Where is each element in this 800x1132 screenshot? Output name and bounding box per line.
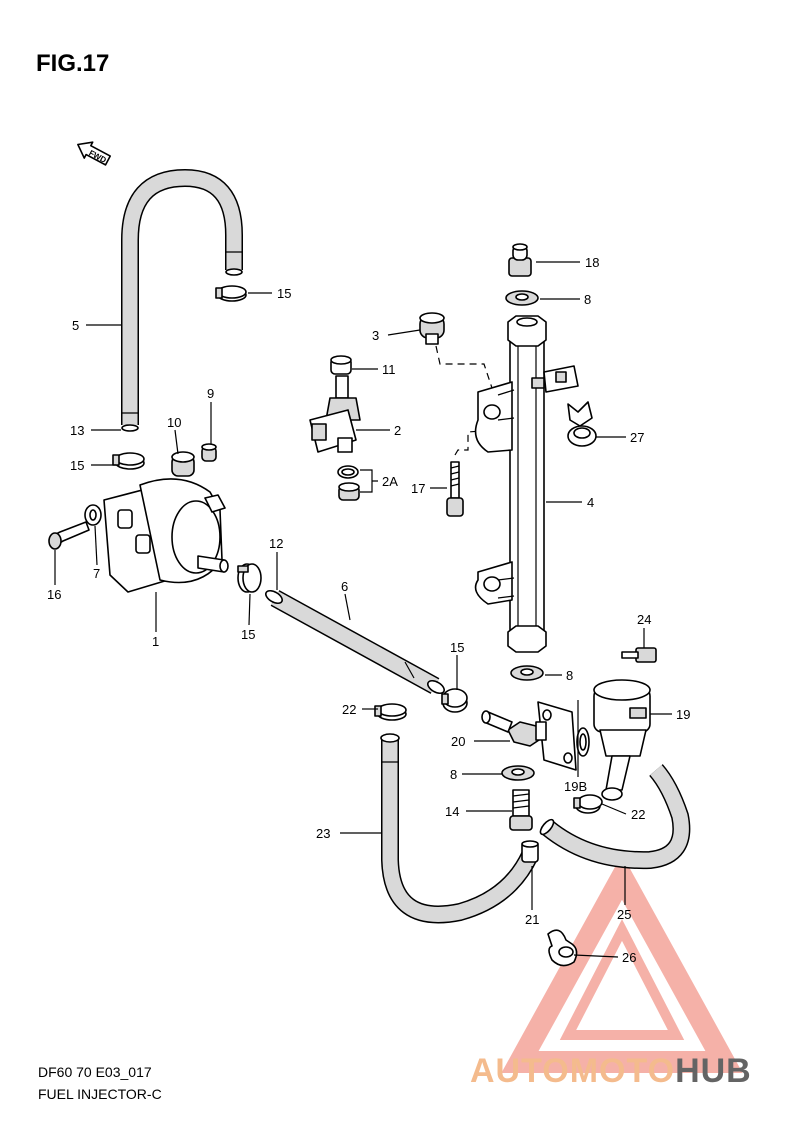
- part-oring-19b: [576, 727, 590, 757]
- part-bolt-16: [48, 521, 90, 550]
- mount-line-upper: [435, 345, 493, 389]
- callout-labels: 18 8 3 11 2 2A 17 4 27 15 5 13 10 9 15 1…: [47, 255, 690, 965]
- part-fuel-rail-4: [474, 315, 579, 653]
- callout-22-lower: 22: [631, 807, 645, 822]
- forward-arrow-icon: FWD: [77, 141, 112, 166]
- part-bolt-17: [446, 461, 464, 517]
- part-joint-21: [521, 840, 539, 863]
- part-injector-2: [309, 375, 361, 453]
- part-hose-23: [380, 733, 539, 924]
- callout-9: 9: [207, 386, 214, 401]
- callout-19: 19: [676, 707, 690, 722]
- part-clamp-15d: [441, 688, 468, 713]
- callout-15-filter: 15: [241, 627, 255, 642]
- part-clamp-15b: [112, 452, 145, 470]
- callout-24: 24: [637, 612, 651, 627]
- callout-8-low: 8: [450, 767, 457, 782]
- callout-13: 13: [70, 423, 84, 438]
- callout-7: 7: [93, 566, 100, 581]
- part-screw-24: [621, 647, 657, 663]
- callout-25: 25: [617, 907, 631, 922]
- part-ring-11: [330, 355, 352, 375]
- callout-19b: 19B: [564, 779, 587, 794]
- part-fitting-14: [509, 789, 533, 831]
- part-oring-2a: [337, 465, 360, 501]
- callout-18: 18: [585, 255, 599, 270]
- callout-3: 3: [372, 328, 379, 343]
- part-clamp-15a: [215, 285, 247, 302]
- callout-8-mid: 8: [566, 668, 573, 683]
- callout-15-left: 15: [70, 458, 84, 473]
- callout-5: 5: [72, 318, 79, 333]
- part-cap-9: [201, 443, 217, 462]
- watermark-logo: AUTOMOTOHUB: [470, 854, 752, 1090]
- part-hose-6: [265, 589, 445, 695]
- callout-21: 21: [525, 912, 539, 927]
- callout-14: 14: [445, 804, 459, 819]
- part-washer-8c: [501, 765, 535, 781]
- part-clamp-22b: [573, 794, 603, 814]
- figure-title: FIG.17: [36, 50, 110, 77]
- watermark-text-primary: AUTOMOTO: [470, 1052, 675, 1090]
- part-filter-1: [103, 478, 229, 593]
- callout-2a: 2A: [382, 474, 398, 489]
- part-clip-26: [547, 929, 578, 967]
- callout-20: 20: [451, 734, 465, 749]
- callout-27: 27: [630, 430, 644, 445]
- callout-10: 10: [167, 415, 181, 430]
- callout-12: 12: [269, 536, 283, 551]
- part-clip-27: [567, 401, 597, 447]
- part-clamp-22a: [374, 703, 407, 721]
- callout-8-top: 8: [584, 292, 591, 307]
- callout-6: 6: [341, 579, 348, 594]
- callout-15-top: 15: [277, 286, 291, 301]
- callout-17: 17: [411, 481, 425, 496]
- part-fitting-20: [481, 701, 577, 771]
- callout-22-upper: 22: [342, 702, 356, 717]
- section-name: FUEL INJECTOR-C: [38, 1086, 162, 1102]
- callout-23: 23: [316, 826, 330, 841]
- part-hose-5: [121, 169, 243, 432]
- svg-text:AUTOMOTOHUB: AUTOMOTOHUB: [470, 1052, 752, 1090]
- callout-16: 16: [47, 587, 61, 602]
- callout-11: 11: [382, 362, 396, 377]
- callout-15-hose: 15: [450, 640, 464, 655]
- model-code: DF60 70 E03_017: [38, 1064, 152, 1080]
- callout-4: 4: [587, 495, 594, 510]
- part-washer-7: [84, 504, 102, 526]
- part-hose-25: [539, 764, 691, 870]
- part-cap-3: [419, 312, 445, 345]
- part-washer-8a: [505, 290, 539, 306]
- callout-26: 26: [622, 950, 636, 965]
- watermark-text-secondary: HUB: [675, 1052, 752, 1090]
- part-clamp-15c: [237, 563, 262, 593]
- part-washer-8b: [510, 665, 544, 681]
- callout-2: 2: [394, 423, 401, 438]
- part-grommet-10: [171, 451, 195, 477]
- part-bolt-18: [508, 243, 532, 277]
- callout-1: 1: [152, 634, 159, 649]
- leader-lines: [54, 261, 672, 958]
- part-regulator-19: [593, 679, 651, 801]
